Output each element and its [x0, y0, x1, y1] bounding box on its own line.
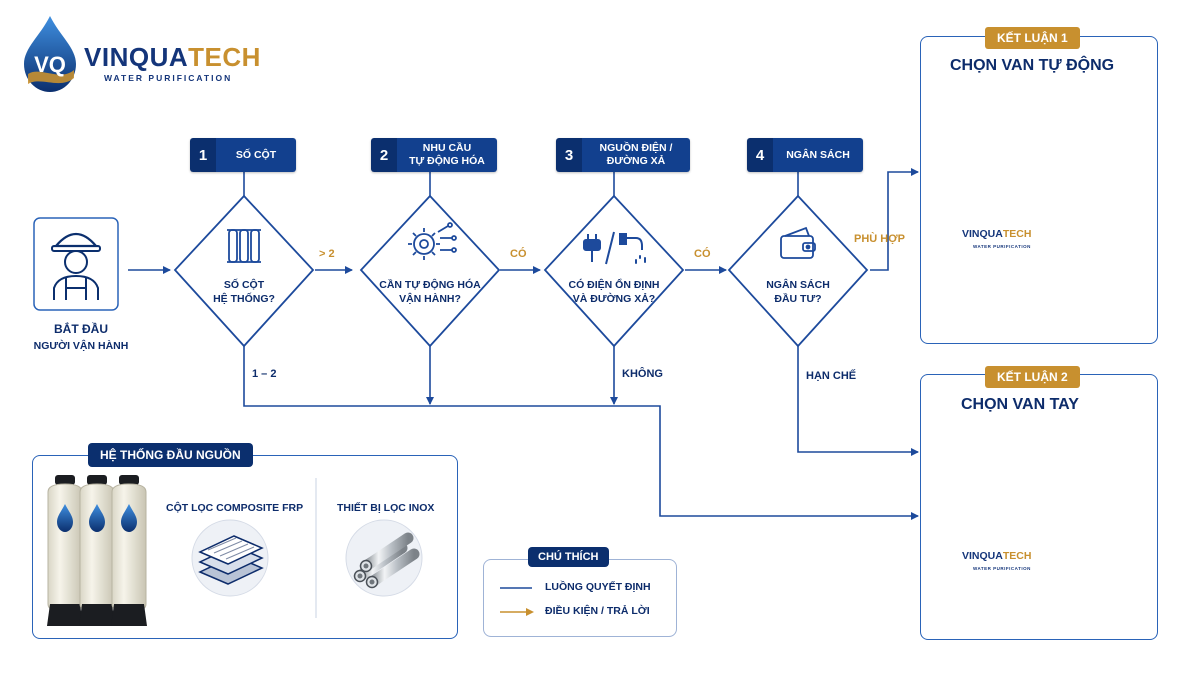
edge-label-gt2: > 2	[319, 248, 335, 260]
conclusion-1-title: CHỌN VAN TỰ ĐỘNG	[950, 57, 1115, 74]
frp-tanks-image	[47, 475, 147, 626]
power-plug-drain-icon	[583, 231, 646, 265]
edge-label-limited: HẠN CHẾ	[806, 370, 857, 382]
headend-item-frp: CỘT LỌC COMPOSITE FRP	[166, 502, 304, 514]
decision-flow-lines	[128, 168, 919, 520]
headend-item-inox: THIẾT BỊ LỌC INOX	[337, 502, 435, 514]
svg-text:VQ: VQ	[989, 196, 1006, 210]
composite-frp-icon	[191, 519, 269, 597]
tank-brand-2: VINQUATECH	[962, 550, 1032, 562]
worker-icon	[51, 232, 101, 300]
brand-tagline: WATER PURIFICATION	[104, 73, 233, 83]
legend-condition-label: ĐIỀU KIỆN / TRẢ LỜI	[545, 605, 650, 617]
tank-tagline-1: WATER PURIFICATION	[973, 244, 1031, 249]
conclusion-1-tag: KẾT LUẬN 1	[985, 27, 1080, 49]
conclusion-2-tag: KẾT LUẬN 2	[985, 366, 1080, 388]
decision-question-1: SỐ CỘT HỆ THỐNG?	[213, 279, 275, 305]
logo-drop-icon: VQ	[24, 16, 76, 92]
inox-pipes-icon	[345, 519, 423, 597]
start-operator-card	[33, 217, 119, 311]
conclusion-2-title: CHỌN VAN TAY	[961, 396, 1079, 413]
decision-question-2: CẦN TỰ ĐỘNG HÓA VẬN HÀNH?	[379, 279, 481, 305]
decision-diamond-2	[359, 194, 501, 348]
decision-diamonds	[173, 194, 869, 348]
edge-label-yes-1: CÓ	[510, 248, 527, 260]
start-title: BẮT ĐẦU	[54, 322, 108, 336]
wallet-icon	[780, 226, 816, 259]
legend-condition-arrow	[500, 608, 534, 616]
brand-wordmark: VINQUATECH	[84, 42, 261, 72]
legend-flow-label: LUỒNG QUYẾT ĐỊNH	[545, 581, 651, 593]
automatic-valve-tank-image: VQ	[948, 82, 1122, 331]
tank-tagline-2: WATER PURIFICATION	[973, 566, 1031, 571]
automation-gear-icon	[408, 222, 457, 260]
filter-columns-icon	[227, 229, 261, 263]
edge-label-no: KHÔNG	[622, 368, 663, 380]
decision-question-4: NGÂN SÁCH ĐẦU TƯ?	[766, 279, 830, 305]
decision-question-3: CÓ ĐIỆN ỔN ĐỊNH VÀ ĐƯỜNG XẢ?	[568, 279, 660, 305]
edge-label-yes-2: CÓ	[694, 248, 711, 260]
legend-title: CHÚ THÍCH	[528, 547, 609, 567]
svg-text:VQ: VQ	[989, 518, 1006, 532]
edge-label-one-two: 1 – 2	[252, 368, 277, 380]
headend-title: HỆ THỐNG ĐẦU NGUỒN	[88, 443, 253, 467]
manual-valve-tank-image: VQ	[945, 419, 1120, 631]
edge-label-fit: PHÙ HỢP	[854, 233, 905, 245]
decision-diamond-3	[543, 194, 685, 348]
svg-text:VQ: VQ	[34, 52, 66, 77]
start-subtitle: NGƯỜI VẬN HÀNH	[33, 340, 129, 352]
decision-diamond-4	[727, 194, 869, 348]
decision-diamond-1	[173, 194, 315, 348]
tank-brand-1: VINQUATECH	[962, 228, 1032, 240]
